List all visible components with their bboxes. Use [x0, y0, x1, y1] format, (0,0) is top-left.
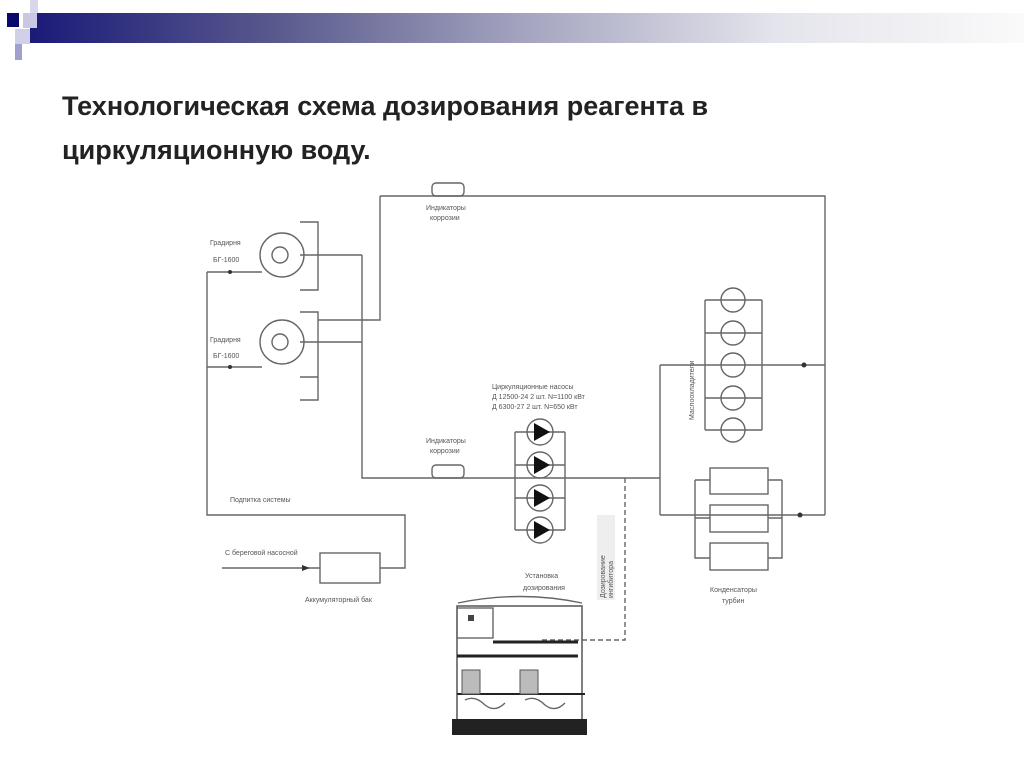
logo-square-dark [7, 13, 19, 27]
svg-text:Д 12500-24 2 шт. N=1100 кВт: Д 12500-24 2 шт. N=1100 кВт [492, 394, 586, 401]
header-gradient-bar [30, 13, 1024, 43]
svg-text:БГ-1600: БГ-1600 [213, 353, 239, 360]
svg-text:Установка: Установка [525, 573, 558, 580]
corrosion-indicator-bottom: Индикаторы коррозии [426, 438, 466, 479]
oil-coolers: Маслоохладители [689, 287, 746, 443]
svg-text:Циркуляционные насосы: Циркуляционные насосы [492, 384, 574, 391]
corrosion-indicator-top: Индикаторы коррозии [426, 182, 466, 222]
svg-text:коррозии: коррозии [430, 215, 460, 222]
svg-text:Д 6300-27 2 шт. N=650 кВт: Д 6300-27 2 шт. N=650 кВт [492, 404, 578, 411]
logo-square-mid [15, 29, 30, 44]
svg-text:Индикаторы: Индикаторы [426, 438, 466, 445]
pipelines [206, 195, 826, 641]
svg-text:Подпитка системы: Подпитка системы [230, 497, 291, 504]
svg-text:турбин: турбин [722, 597, 745, 605]
cooling-tower-2: Градирня БГ-1600 [210, 319, 305, 365]
svg-text:дозирования: дозирования [523, 585, 565, 592]
logo-square-light [23, 13, 37, 28]
svg-text:БГ-1600: БГ-1600 [213, 257, 239, 264]
logo-square-bottom [15, 44, 22, 60]
makeup-and-tank: Подпитка системы С береговой насосной Ак… [225, 497, 381, 604]
svg-text:Маслоохладители: Маслоохладители [689, 360, 696, 420]
dosing-line-label: Дозирование ингибитора [597, 515, 615, 600]
logo-square-top [30, 0, 38, 13]
cooling-tower-1: Градирня БГ-1600 [210, 232, 305, 278]
dosing-unit: Установка дозирования [452, 573, 587, 735]
svg-text:С береговой насосной: С береговой насосной [225, 549, 298, 557]
circulation-pumps: Циркуляционные насосы Д 12500-24 2 шт. N… [492, 384, 586, 544]
slide-title: Технологическая схема дозирования реаген… [62, 91, 709, 165]
svg-text:Градирня: Градирня [210, 240, 241, 247]
svg-text:ингибитора: ингибитора [607, 561, 615, 598]
svg-text:Аккумуляторный бак: Аккумуляторный бак [305, 596, 373, 604]
svg-text:Конденсаторы: Конденсаторы [710, 587, 757, 594]
turbine-condensers: Конденсаторы турбин [709, 467, 769, 605]
svg-text:Градирня: Градирня [210, 337, 241, 344]
svg-text:Дозирование: Дозирование [600, 555, 607, 598]
svg-text:Индикаторы: Индикаторы [426, 205, 466, 212]
svg-text:коррозии: коррозии [430, 448, 460, 455]
